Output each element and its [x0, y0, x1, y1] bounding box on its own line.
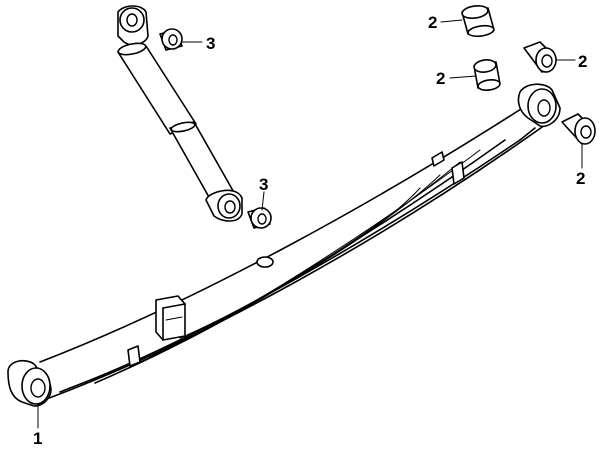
bushing-2-middle [473, 59, 501, 91]
bushing-2-upper-right [523, 41, 557, 73]
leaf-spring [7, 83, 561, 407]
callout-2-upper-right: 2 [578, 52, 587, 71]
bushing-3-bottom [247, 207, 272, 229]
rebound-clip-right [451, 161, 465, 185]
shock-absorber [117, 5, 243, 222]
bushing-2-top [461, 4, 495, 38]
bushing-3-top [159, 28, 183, 51]
rebound-clip-left [127, 345, 141, 367]
callout-1: 1 [33, 429, 42, 448]
rear-spring-eye [517, 83, 561, 128]
callout-2-top: 2 [428, 13, 437, 32]
center-bolt-saddle [155, 295, 186, 341]
rebound-clip-top [431, 151, 445, 167]
center-bolt-head [256, 256, 274, 268]
bushing-2-lower-right [561, 113, 596, 145]
callout-3-bottom: 3 [259, 175, 268, 194]
callout-3-top: 3 [206, 34, 215, 53]
front-spring-eye [7, 359, 52, 407]
callout-2-middle: 2 [436, 69, 445, 88]
callout-2-lower-right: 2 [576, 169, 585, 188]
leader-lines [37, 19, 583, 429]
